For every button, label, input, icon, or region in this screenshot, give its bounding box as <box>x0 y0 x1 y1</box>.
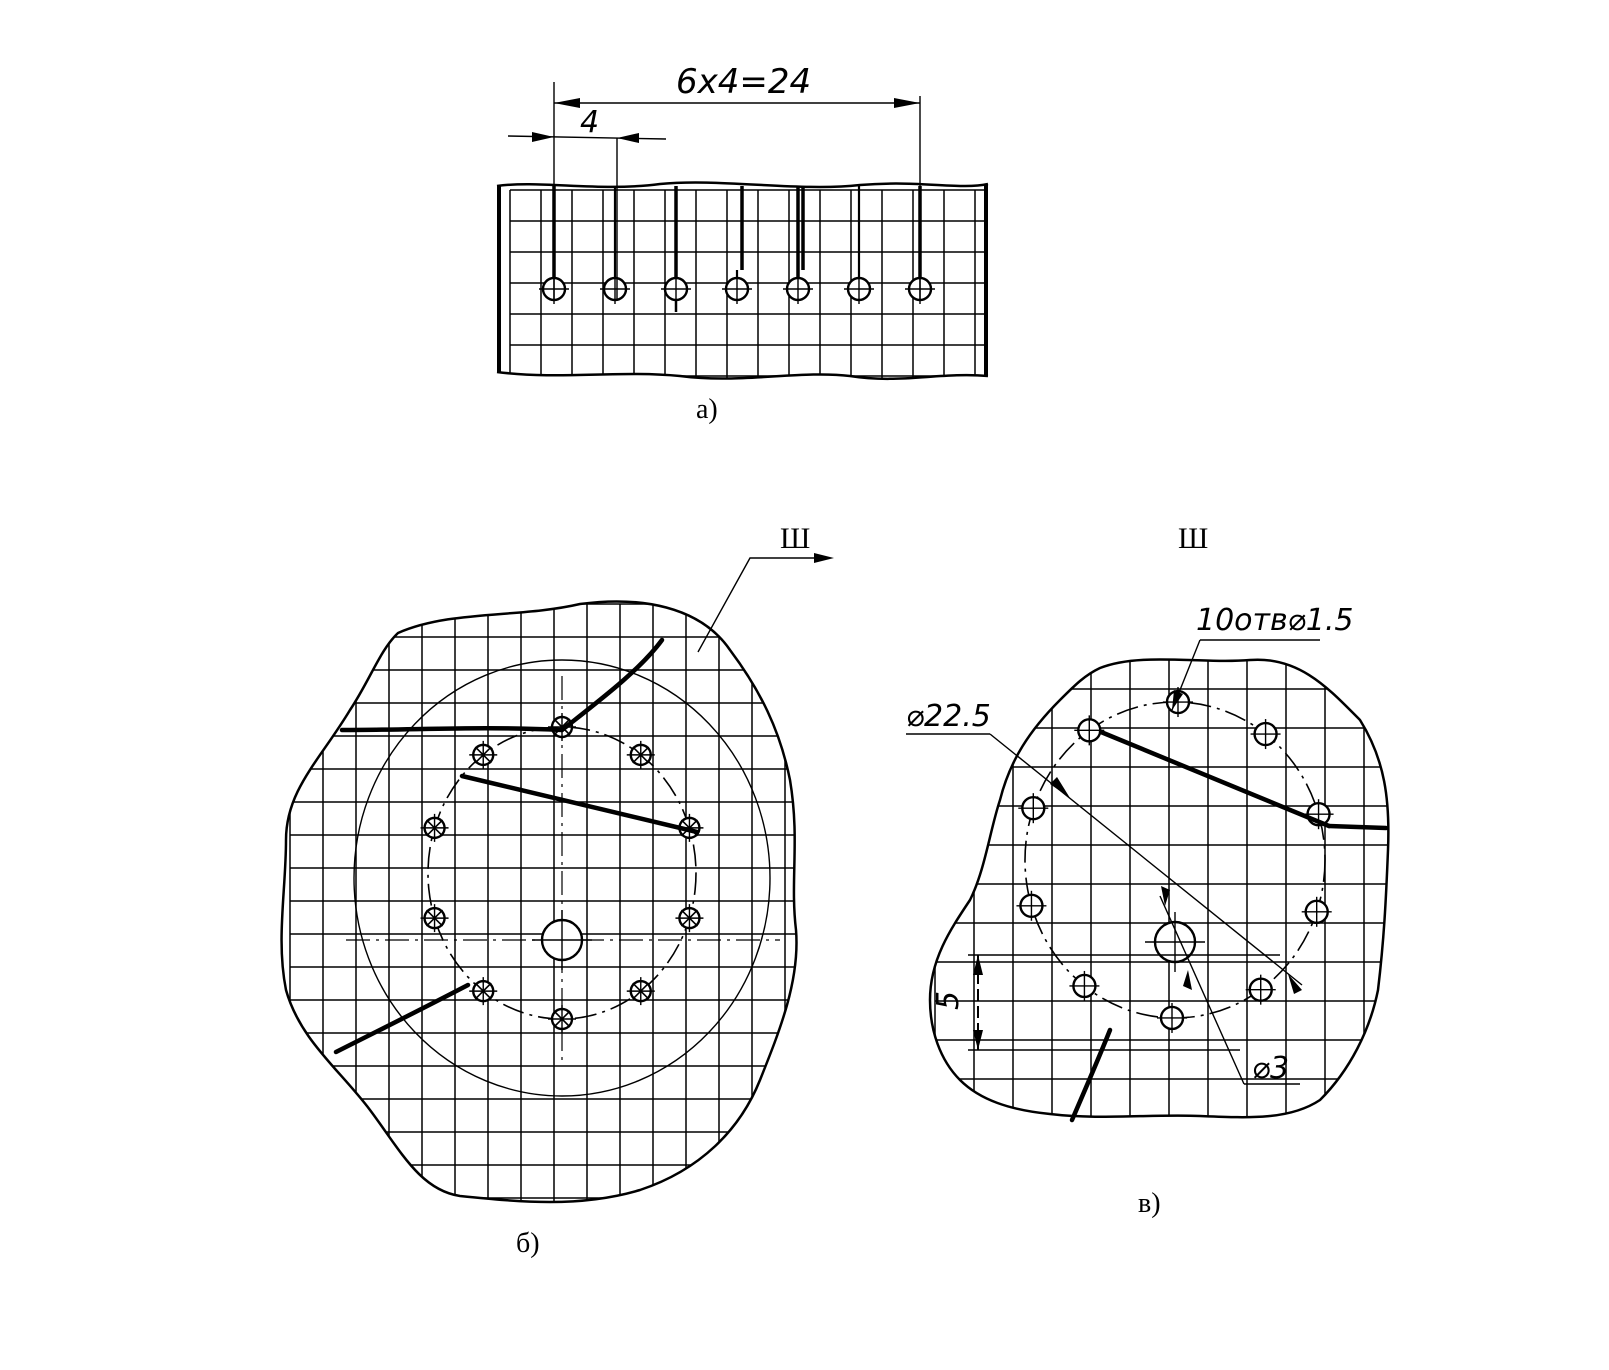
caption-c: в) <box>1138 1188 1161 1219</box>
view-label-c: Ш <box>1178 522 1208 555</box>
trace-top-b <box>339 725 565 733</box>
arrow-total-right <box>894 98 920 108</box>
hole-cross-b <box>632 982 650 1000</box>
view-label-b: Ш <box>780 522 810 555</box>
view-leader-arrow-b <box>814 553 834 563</box>
dimension-text-offset: 5 <box>931 991 966 1010</box>
hole-cross-b <box>680 909 699 927</box>
trace-top-right-b <box>559 637 665 733</box>
fragment-outline-c <box>928 658 1390 1119</box>
arrow-pitch-left <box>532 132 554 142</box>
dimension-text-pitch: 4 <box>580 105 599 140</box>
dimension-line-circle <box>989 733 1303 986</box>
trace-diagonal-c <box>1098 729 1332 829</box>
figure-c: 10отв⌀1.5 ⌀22.5 ⌀3 5 Ш в) <box>906 522 1390 1219</box>
hole-cross-b <box>474 982 492 1000</box>
arrow-center-upper <box>1161 886 1170 906</box>
trace-diagonal-b <box>459 773 700 835</box>
figure-b: Ш б) <box>280 522 834 1259</box>
holes-circle-b <box>420 713 704 1033</box>
hole-cross-b <box>425 909 444 927</box>
fragment-outline-a <box>496 181 989 381</box>
trace-bottom-c <box>1069 1027 1113 1123</box>
hole-cross-b <box>553 1010 571 1028</box>
arrow-total-left <box>554 98 580 108</box>
trace-right-c <box>1326 823 1389 831</box>
hole-cross-b <box>632 746 650 764</box>
arrow-circle-lower <box>1288 974 1302 994</box>
arrow-pitch-right <box>617 133 639 143</box>
hole-cross-b <box>553 718 571 736</box>
hole-cross-b <box>425 819 444 837</box>
hole-cross-b <box>680 819 699 837</box>
dimension-text-center: ⌀3 <box>1252 1051 1289 1086</box>
dimension-text-circle: ⌀22.5 <box>906 699 991 734</box>
note-holes: 10отв⌀1.5 <box>1196 603 1353 638</box>
outer-circle-b <box>353 659 771 1097</box>
holes-row-a <box>539 186 935 312</box>
grid-b <box>289 603 797 1202</box>
hole-cross-b <box>474 746 492 764</box>
dimension-text-total: 6x4=24 <box>676 62 811 102</box>
arrow-circle-upper <box>1050 777 1070 798</box>
figure-a: 6x4=24 4 а) <box>496 62 989 425</box>
caption-a: а) <box>696 394 718 425</box>
caption-b: б) <box>516 1228 540 1259</box>
dimension-line-center <box>1159 895 1245 1085</box>
view-leader-b <box>697 557 830 653</box>
trace-bottom-left-b <box>333 982 471 1055</box>
note-arrow <box>1172 690 1183 710</box>
arrow-center-lower <box>1183 970 1192 990</box>
